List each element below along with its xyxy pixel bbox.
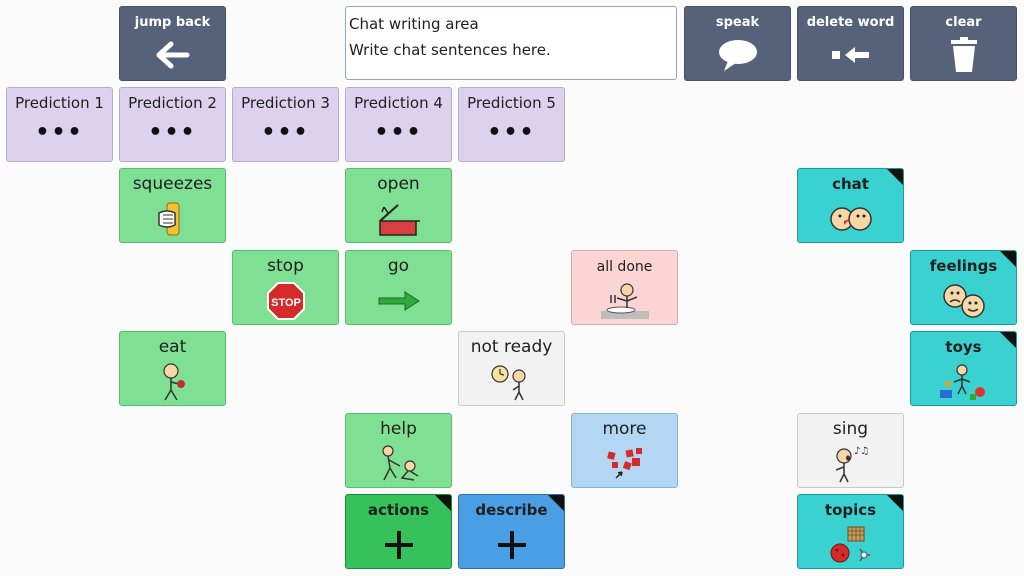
chat-folder-button[interactable]: chat	[797, 168, 904, 243]
clear-button[interactable]: clear	[910, 6, 1017, 81]
more-label: more	[602, 419, 647, 439]
chat-writing-area[interactable]: Chat writing area Write chat sentences h…	[345, 6, 677, 80]
prediction-3-button[interactable]: Prediction 3 •••	[232, 87, 339, 162]
feelings-label: feelings	[929, 257, 998, 275]
trash-icon	[911, 35, 1016, 75]
not-ready-button[interactable]: not ready	[458, 331, 565, 406]
jump-back-label: jump back	[134, 15, 211, 30]
help-label: help	[380, 419, 417, 439]
describe-label: describe	[475, 501, 548, 519]
speak-label: speak	[715, 15, 760, 30]
speech-bubble-icon	[685, 35, 790, 75]
not-ready-label: not ready	[470, 337, 553, 357]
actions-folder-button[interactable]: actions	[345, 494, 452, 569]
person-eating-icon	[120, 362, 225, 402]
squeezes-button[interactable]: squeezes	[119, 168, 226, 243]
feelings-folder-button[interactable]: feelings	[910, 250, 1017, 325]
all-done-label: all done	[596, 259, 653, 275]
folder-corner-icon	[1000, 332, 1016, 348]
prediction-4-label: Prediction 4	[354, 94, 443, 112]
person-clock-icon	[459, 362, 564, 402]
sing-button[interactable]: sing ♪♫	[797, 413, 904, 488]
delete-word-label: delete word	[806, 15, 895, 30]
helping-people-icon	[346, 444, 451, 484]
ellipsis-icon: •••	[487, 120, 536, 145]
folder-corner-icon	[548, 495, 564, 511]
arrow-right-icon	[346, 281, 451, 321]
two-faces-icon	[798, 199, 903, 239]
more-button[interactable]: more	[571, 413, 678, 488]
stop-sign-icon: STOP	[233, 281, 338, 321]
prediction-4-button[interactable]: Prediction 4 •••	[345, 87, 452, 162]
ellipsis-icon: •••	[148, 120, 197, 145]
describe-folder-button[interactable]: describe	[458, 494, 565, 569]
eat-button[interactable]: eat	[119, 331, 226, 406]
toys-icon	[911, 362, 1016, 402]
chat-label: chat	[832, 175, 869, 193]
actions-label: actions	[367, 501, 430, 519]
eat-label: eat	[158, 337, 187, 357]
singing-person-icon: ♪♫	[798, 444, 903, 484]
help-button[interactable]: help	[345, 413, 452, 488]
all-done-button[interactable]: all done	[571, 250, 678, 325]
toys-folder-button[interactable]: toys	[910, 331, 1017, 406]
open-label: open	[377, 174, 420, 194]
go-label: go	[387, 256, 410, 276]
arrow-left-icon	[120, 35, 225, 75]
open-button[interactable]: open	[345, 168, 452, 243]
prediction-1-label: Prediction 1	[15, 94, 104, 112]
sing-label: sing	[832, 419, 869, 439]
topics-label: topics	[824, 501, 877, 519]
prediction-3-label: Prediction 3	[241, 94, 330, 112]
clear-label: clear	[945, 15, 982, 30]
ellipsis-icon: •••	[35, 120, 84, 145]
prediction-1-button[interactable]: Prediction 1 •••	[6, 87, 113, 162]
topics-folder-button[interactable]: topics	[797, 494, 904, 569]
finished-person-icon	[572, 281, 677, 321]
backspace-arrow-icon	[798, 35, 903, 75]
folder-corner-icon	[887, 169, 903, 185]
delete-word-button[interactable]: delete word	[797, 6, 904, 81]
chat-area-placeholder: Write chat sentences here.	[349, 41, 551, 59]
folder-corner-icon	[1000, 251, 1016, 267]
stop-label: stop	[267, 256, 304, 276]
prediction-5-button[interactable]: Prediction 5 •••	[458, 87, 565, 162]
svg-text:♪♫: ♪♫	[854, 446, 869, 457]
folder-corner-icon	[887, 495, 903, 511]
chat-area-title: Chat writing area	[349, 15, 479, 33]
toys-label: toys	[945, 338, 982, 356]
sad-happy-faces-icon	[911, 281, 1016, 321]
plus-icon	[459, 525, 564, 565]
prediction-5-label: Prediction 5	[467, 94, 556, 112]
open-box-icon	[346, 199, 451, 239]
speak-button[interactable]: speak	[684, 6, 791, 81]
ellipsis-icon: •••	[261, 120, 310, 145]
jump-back-button[interactable]: jump back	[119, 6, 226, 81]
squeezing-hand-icon	[120, 199, 225, 239]
folder-corner-icon	[435, 495, 451, 511]
more-blocks-icon	[572, 444, 677, 484]
squeezes-label: squeezes	[132, 174, 213, 194]
topics-items-icon	[798, 525, 903, 565]
stop-sign-text: STOP	[271, 297, 301, 309]
plus-icon	[346, 525, 451, 565]
ellipsis-icon: •••	[374, 120, 423, 145]
prediction-2-label: Prediction 2	[128, 94, 217, 112]
prediction-2-button[interactable]: Prediction 2 •••	[119, 87, 226, 162]
go-button[interactable]: go	[345, 250, 452, 325]
stop-button[interactable]: stop STOP	[232, 250, 339, 325]
